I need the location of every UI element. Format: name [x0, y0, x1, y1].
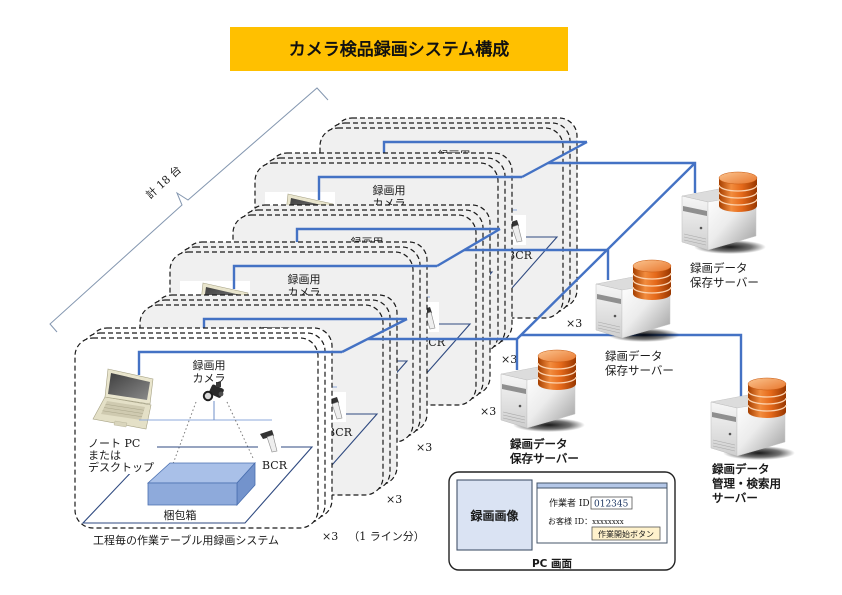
database-icon	[747, 377, 787, 418]
customer-id-label: お客様 ID：	[548, 516, 592, 526]
camera-label: 録画用	[288, 272, 321, 286]
storage-server-icon	[595, 259, 680, 342]
worker-id-value: 012345	[594, 500, 629, 510]
line-trunk	[521, 140, 588, 179]
multiplier-value: ×3	[386, 493, 402, 506]
database-icon	[718, 171, 758, 212]
brace-line	[49, 87, 329, 333]
server-label-line: 録画データ	[605, 349, 663, 363]
station-network-cable	[137, 350, 342, 375]
multiplier-value: ×3	[416, 441, 432, 454]
line-trunk	[436, 227, 501, 268]
server-label-line: 管理・検索用	[712, 477, 781, 491]
bcr-label: BCR	[507, 249, 533, 262]
camera-label: 録画用	[373, 183, 406, 197]
barcode-reader-icon	[258, 425, 281, 455]
customer-id-value: xxxxxxxx	[592, 518, 624, 526]
database-icon	[632, 259, 672, 300]
start-work-button-label: 作業開始ボタン	[598, 529, 654, 539]
server-label-line: サーバー	[712, 491, 758, 505]
package-box-icon	[146, 461, 256, 507]
package-label: 梱包箱	[164, 508, 197, 522]
pc-label: または	[88, 449, 121, 462]
stack-multiplier: ×3	[480, 405, 496, 418]
worker-id-field	[590, 496, 633, 510]
page-title: カメラ検品録画システム構成	[289, 39, 510, 60]
workstation-caption: 工程毎の作業テーブル用録画システム	[93, 533, 279, 547]
stack-multiplier: ×3	[386, 493, 402, 506]
workstation-stacks: ノート PCまたはデスクトップ梱包箱BCR録画用カメラノート PCまたはデスクト…	[74, 117, 587, 529]
multiplier-value: ×3	[480, 405, 496, 418]
server-label-line: 保存サーバー	[509, 452, 579, 466]
server-label-line: 保存サーバー	[690, 276, 759, 290]
bcr-label: BCR	[262, 459, 288, 472]
server-label-line: 保存サーバー	[605, 364, 674, 378]
camera-icon	[202, 382, 224, 402]
stack-multiplier: ×3	[566, 317, 582, 330]
backbone-link	[516, 162, 696, 340]
title-banner: カメラ検品録画システム構成	[230, 27, 568, 71]
storage-server-icon	[681, 171, 766, 254]
line-note: （1 ライン分）	[348, 530, 425, 543]
management-link	[521, 333, 743, 398]
recorded-video-panel	[456, 479, 533, 551]
title-background	[230, 27, 568, 71]
station-network-cable	[232, 264, 437, 289]
stack-multiplier: ×3	[416, 441, 432, 454]
worker-id-label: 作業者 ID	[549, 497, 590, 509]
management-server-icon	[710, 377, 795, 460]
servers: 録画データ保存サーバー録画データ保存サーバー録画データ保存サーバー録画データ管理…	[500, 171, 795, 505]
storage-server-icon	[500, 349, 585, 432]
start-work-button	[591, 526, 661, 541]
pc-label: デスクトップ	[88, 460, 154, 474]
pc-screen-caption: PC 画面	[532, 558, 573, 570]
stack-multiplier: ×3	[501, 353, 517, 366]
recorded-video-label: 録画画像	[470, 508, 519, 523]
server-label-line: 録画データ	[510, 437, 568, 451]
laptop-icon	[85, 367, 155, 430]
bcr-label: BCR	[327, 426, 353, 439]
multiplier-value: ×3	[566, 317, 582, 330]
camera-label: カメラ	[193, 372, 226, 385]
multiplier-value: ×3	[322, 530, 338, 543]
pc-screen-mockup: 録画画像 作業者 ID 012345 お客様 ID：xxxxxxxx 作業開始ボ…	[448, 471, 676, 571]
stack-multipliers: ×3 （1 ライン分） ×3 ×3 ×3 ×3 ×3	[322, 317, 582, 543]
camera-label: 録画用	[193, 358, 226, 372]
server-label-line: 録画データ	[690, 261, 748, 275]
form-titlebar	[536, 482, 668, 489]
stack-multiplier: ×3 （1 ライン分）	[322, 530, 425, 543]
multiplier-value: ×3	[501, 353, 517, 366]
network-links	[341, 140, 743, 398]
line-trunk	[341, 317, 408, 354]
database-icon	[537, 349, 577, 390]
station-network-cable	[317, 175, 522, 200]
customer-id-row: お客様 ID：xxxxxxxx	[548, 516, 624, 526]
pc-label: ノート PC	[88, 437, 140, 450]
server-label-line: 録画データ	[712, 462, 770, 476]
